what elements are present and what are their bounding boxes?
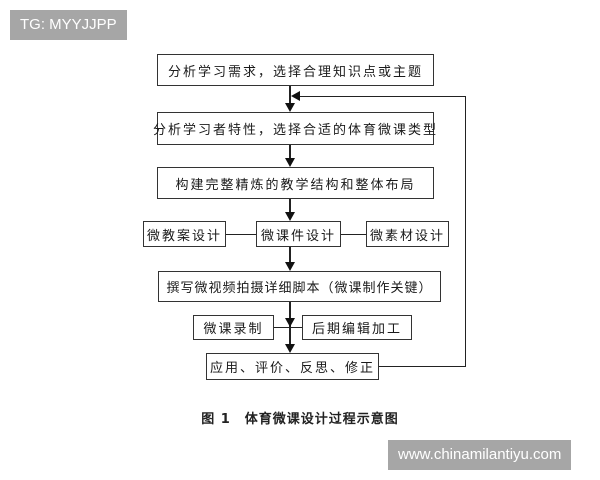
connector-production-right [291,327,302,328]
connector-design-right [341,234,366,235]
connector-design-left [226,234,256,235]
step-write-script: 撰写微视频拍摄详细脚本（微课制作关键） [158,271,441,302]
connector-2-3 [289,145,291,158]
side-material-design: 微素材设计 [366,221,449,247]
arrow-down-icon [285,212,295,221]
side-recording: 微课录制 [193,315,274,340]
feedback-line-horizontal-top [299,96,466,97]
watermark-top: TG: MYYJJPP [10,10,127,40]
step-label: 应用、评价、反思、修正 [209,361,375,376]
step-label: 分析学习者特性，选择合适的体育微课类型 [153,123,439,138]
figure-title: 体育微课设计过程示意图 [244,412,399,427]
connector-3-4 [289,199,291,212]
arrow-down-icon [285,103,295,112]
step-label: 微课件设计 [260,228,336,244]
feedback-line-vertical [465,96,466,367]
step-label: 构建完整精炼的教学结构和整体布局 [175,177,416,193]
step-analyze-learners: 分析学习者特性，选择合适的体育微课类型 [153,112,436,145]
side-label: 微素材设计 [369,228,445,244]
figure-number: 图 1 [201,412,231,427]
arrow-left-icon [291,91,300,101]
side-lesson-plan-design: 微教案设计 [143,221,226,247]
arrow-down-icon [285,158,295,167]
connector-production-left [274,327,289,328]
step-label: 撰写微视频拍摄详细脚本（微课制作关键） [166,281,433,296]
step-courseware-design: 微课件设计 [256,221,341,247]
step-analyze-needs: 分析学习需求，选择合理知识点或主题 [157,54,434,86]
arrow-down-icon [285,344,295,353]
side-post-editing: 后期编辑加工 [302,315,412,340]
connector-1-2 [289,86,291,103]
step-apply-evaluate: 应用、评价、反思、修正 [206,353,379,380]
feedback-line-horizontal-bottom [379,366,466,367]
arrow-down-icon [285,318,295,327]
connector-4-5 [289,247,291,262]
figure-caption: 图 1 体育微课设计过程示意图 [0,408,600,427]
arrow-down-icon [285,262,295,271]
step-label: 分析学习需求，选择合理知识点或主题 [167,64,423,80]
side-label: 后期编辑加工 [311,322,402,337]
side-label: 微课录制 [203,322,264,337]
side-label: 微教案设计 [146,228,222,244]
watermark-bottom: www.chinamilantiyu.com [388,440,572,470]
step-build-structure: 构建完整精炼的教学结构和整体布局 [157,167,434,199]
